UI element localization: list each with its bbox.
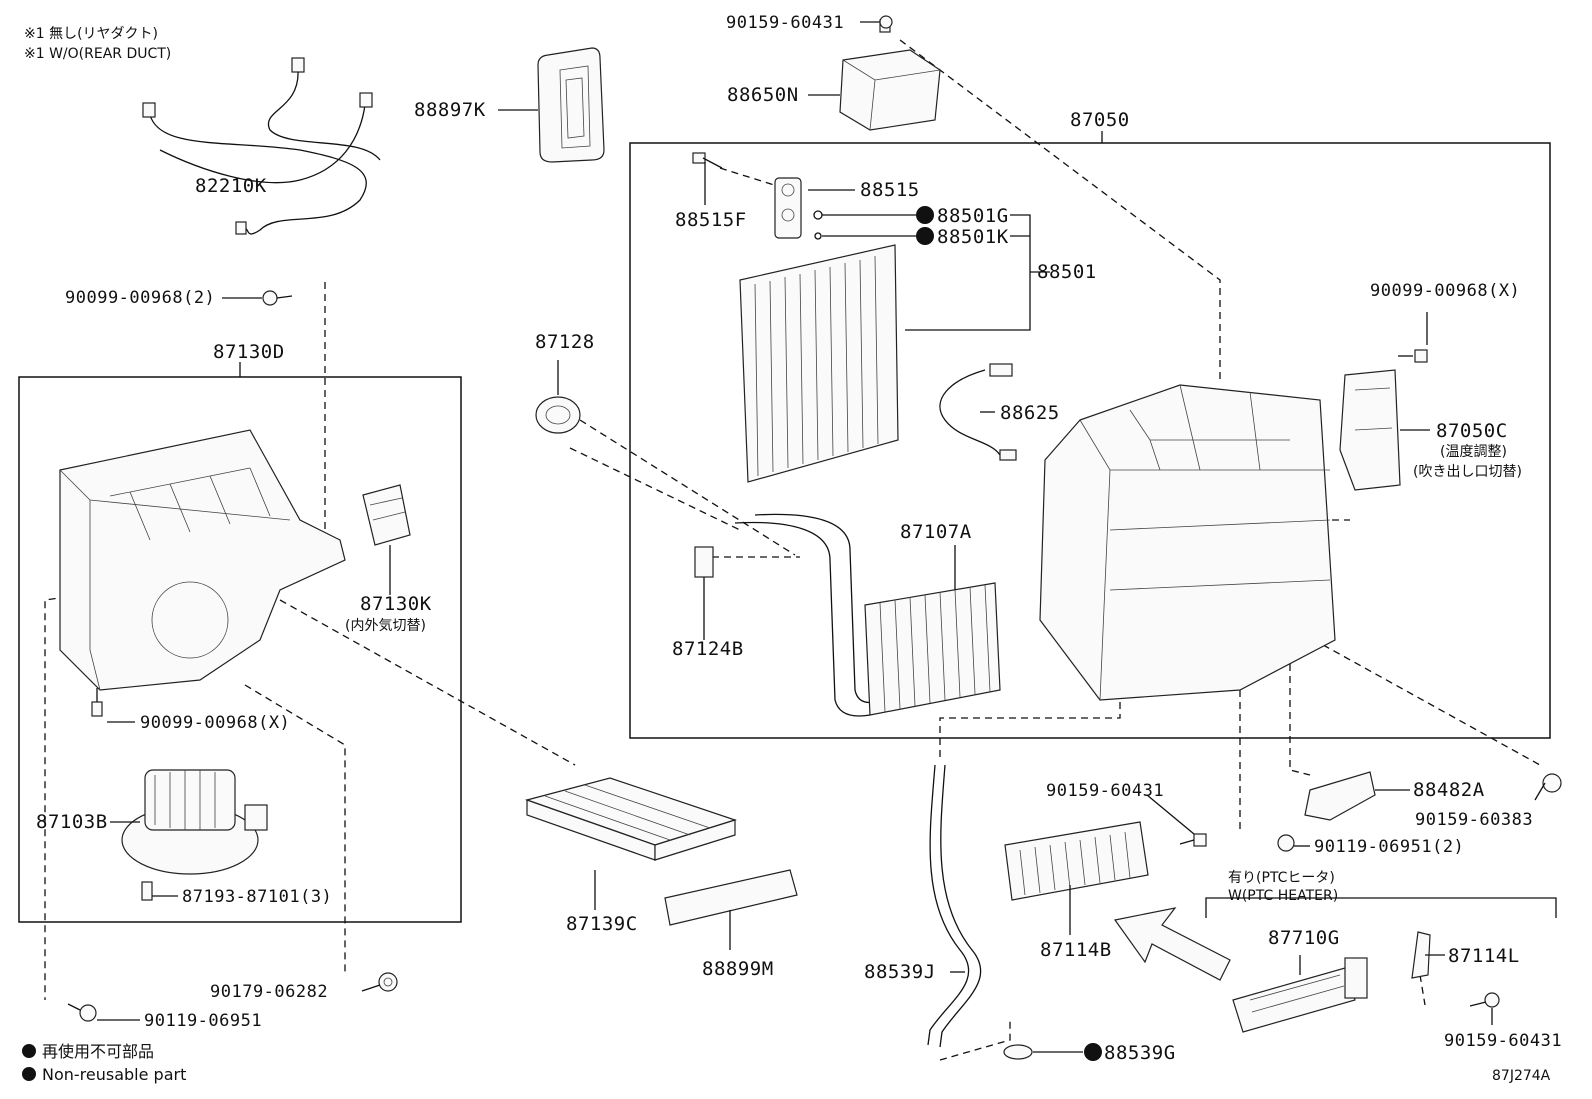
label-88897k: 88897K (414, 99, 486, 121)
bolt-90159-60431-low-icon (1469, 992, 1500, 1008)
ptc-note-jp: 有り(PTCヒータ) (1228, 870, 1335, 886)
note-jp: ※1 無し(リヤダクト) (24, 26, 158, 42)
bolt-88515f-icon (692, 152, 723, 169)
legend-en: Non-reusable part (42, 1065, 186, 1084)
label-90159-60383: 90159-60383 (1415, 810, 1533, 830)
legend-marker-icon (22, 1044, 36, 1058)
label-88625: 88625 (1000, 402, 1060, 424)
grommet-88539g-icon (1003, 1044, 1033, 1060)
label-88650n: 88650N (727, 84, 799, 106)
label-87124b: 87124B (672, 638, 744, 660)
label-87130k: 87130K (360, 593, 432, 615)
label-87103b: 87103B (36, 811, 108, 833)
label-88539g: 88539G (1104, 1042, 1176, 1064)
label-87710g: 87710G (1268, 927, 1340, 949)
bracket-87114l-icon (1411, 931, 1431, 979)
bolt-90099-00968-x-right-icon (1398, 349, 1428, 363)
legend-marker-en-icon (22, 1067, 36, 1081)
label-87050: 87050 (1070, 109, 1130, 131)
screw-87193-87101-icon (141, 881, 153, 901)
ptc-note-en: W(PTC HEATER) (1228, 888, 1338, 904)
air-filter-87139c-icon (524, 777, 737, 861)
label-87050c: 87050C (1436, 420, 1508, 442)
seal-87128-icon (535, 396, 581, 434)
label-87050c-sub2: (吹き出し口切替) (1413, 464, 1522, 480)
group-box-87050 (629, 142, 1551, 739)
evaporator-88501-icon (739, 244, 899, 483)
screw-90099-00968-x-left-icon (91, 688, 103, 717)
bolt-90119-06951-2-icon (1277, 834, 1295, 852)
sensor-88625-icon (939, 363, 1017, 461)
label-87114b: 87114B (1040, 939, 1112, 961)
label-88515f: 88515F (675, 209, 747, 231)
ac-housing-87050-icon (1039, 384, 1336, 701)
ptc-heater-87710g-icon (1232, 957, 1368, 1033)
label-88515: 88515 (860, 179, 920, 201)
label-87193-87101-3: 87193-87101(3) (182, 887, 332, 907)
label-88501k: 88501K (937, 226, 1009, 248)
bolt-90159-60431-top-icon (879, 15, 893, 29)
blower-housing-87130d-icon (59, 429, 346, 691)
actuator-87050c-icon (1339, 369, 1401, 491)
label-90099-00968-2: 90099-00968(2) (65, 288, 215, 308)
duct-grille-88897k-icon (537, 47, 605, 163)
label-87139c: 87139C (566, 913, 638, 935)
label-90099-00968-x-right: 90099-00968(X) (1370, 281, 1520, 301)
label-90119-06951-2: 90119-06951(2) (1314, 837, 1464, 857)
label-82210k: 82210K (195, 175, 267, 197)
label-88501: 88501 (1037, 261, 1097, 283)
wire-harness-82210k-icon (142, 57, 381, 235)
non-reusable-marker-88501g (916, 206, 934, 224)
blower-motor-87103b-icon (121, 769, 268, 875)
clamp-87124b-icon (694, 546, 714, 640)
label-87128: 87128 (535, 331, 595, 353)
controller-88650n-icon (839, 19, 941, 131)
label-90099-00968-x-left: 90099-00968(X) (140, 713, 290, 733)
bolt-90159-60383-icon (1542, 773, 1562, 793)
cover-plate-88899m-icon (664, 869, 798, 926)
ptc-bracket (1205, 897, 1557, 918)
bolt-90159-60431-mid-icon (1179, 833, 1207, 847)
bolt-90119-06951-icon (67, 1003, 97, 1022)
direction-arrow-icon (1113, 907, 1231, 981)
non-reusable-marker-88539g (1084, 1043, 1102, 1061)
label-90119-06951: 90119-06951 (144, 1011, 262, 1031)
label-87050c-sub1: (温度調整) (1440, 444, 1507, 460)
label-87107a: 87107A (900, 521, 972, 543)
screw-90099-00968-2-icon (262, 290, 293, 306)
nut-90179-06282-icon (378, 972, 398, 992)
legend-jp: 再使用不可部品 (42, 1042, 154, 1061)
label-90159-60431-mid: 90159-60431 (1046, 781, 1164, 801)
expansion-valve-88515-icon (774, 177, 802, 239)
label-88501g: 88501G (937, 205, 1009, 227)
label-88482a: 88482A (1413, 779, 1485, 801)
label-87130k-sub: (内外気切替) (345, 618, 426, 634)
note-en: ※1 W/O(REAR DUCT) (24, 46, 171, 62)
heater-core-87107a-icon (734, 513, 1001, 717)
label-90159-60431-low: 90159-60431 (1444, 1031, 1562, 1051)
bracket-88482a-icon (1304, 771, 1376, 821)
label-90159-60431-top: 90159-60431 (726, 13, 844, 33)
label-88899m: 88899M (702, 958, 774, 980)
ptc-heater-87114b-icon (1004, 821, 1149, 901)
label-88539j: 88539J (864, 961, 936, 983)
label-87130d: 87130D (213, 341, 285, 363)
label-87114l: 87114L (1448, 945, 1520, 967)
drain-hose-88539j-icon (927, 764, 982, 1048)
label-90179-06282: 90179-06282 (210, 982, 328, 1002)
non-reusable-marker-88501k (916, 227, 934, 245)
servo-87130k-icon (362, 484, 411, 546)
figure-id: 87J274A (1492, 1068, 1551, 1084)
